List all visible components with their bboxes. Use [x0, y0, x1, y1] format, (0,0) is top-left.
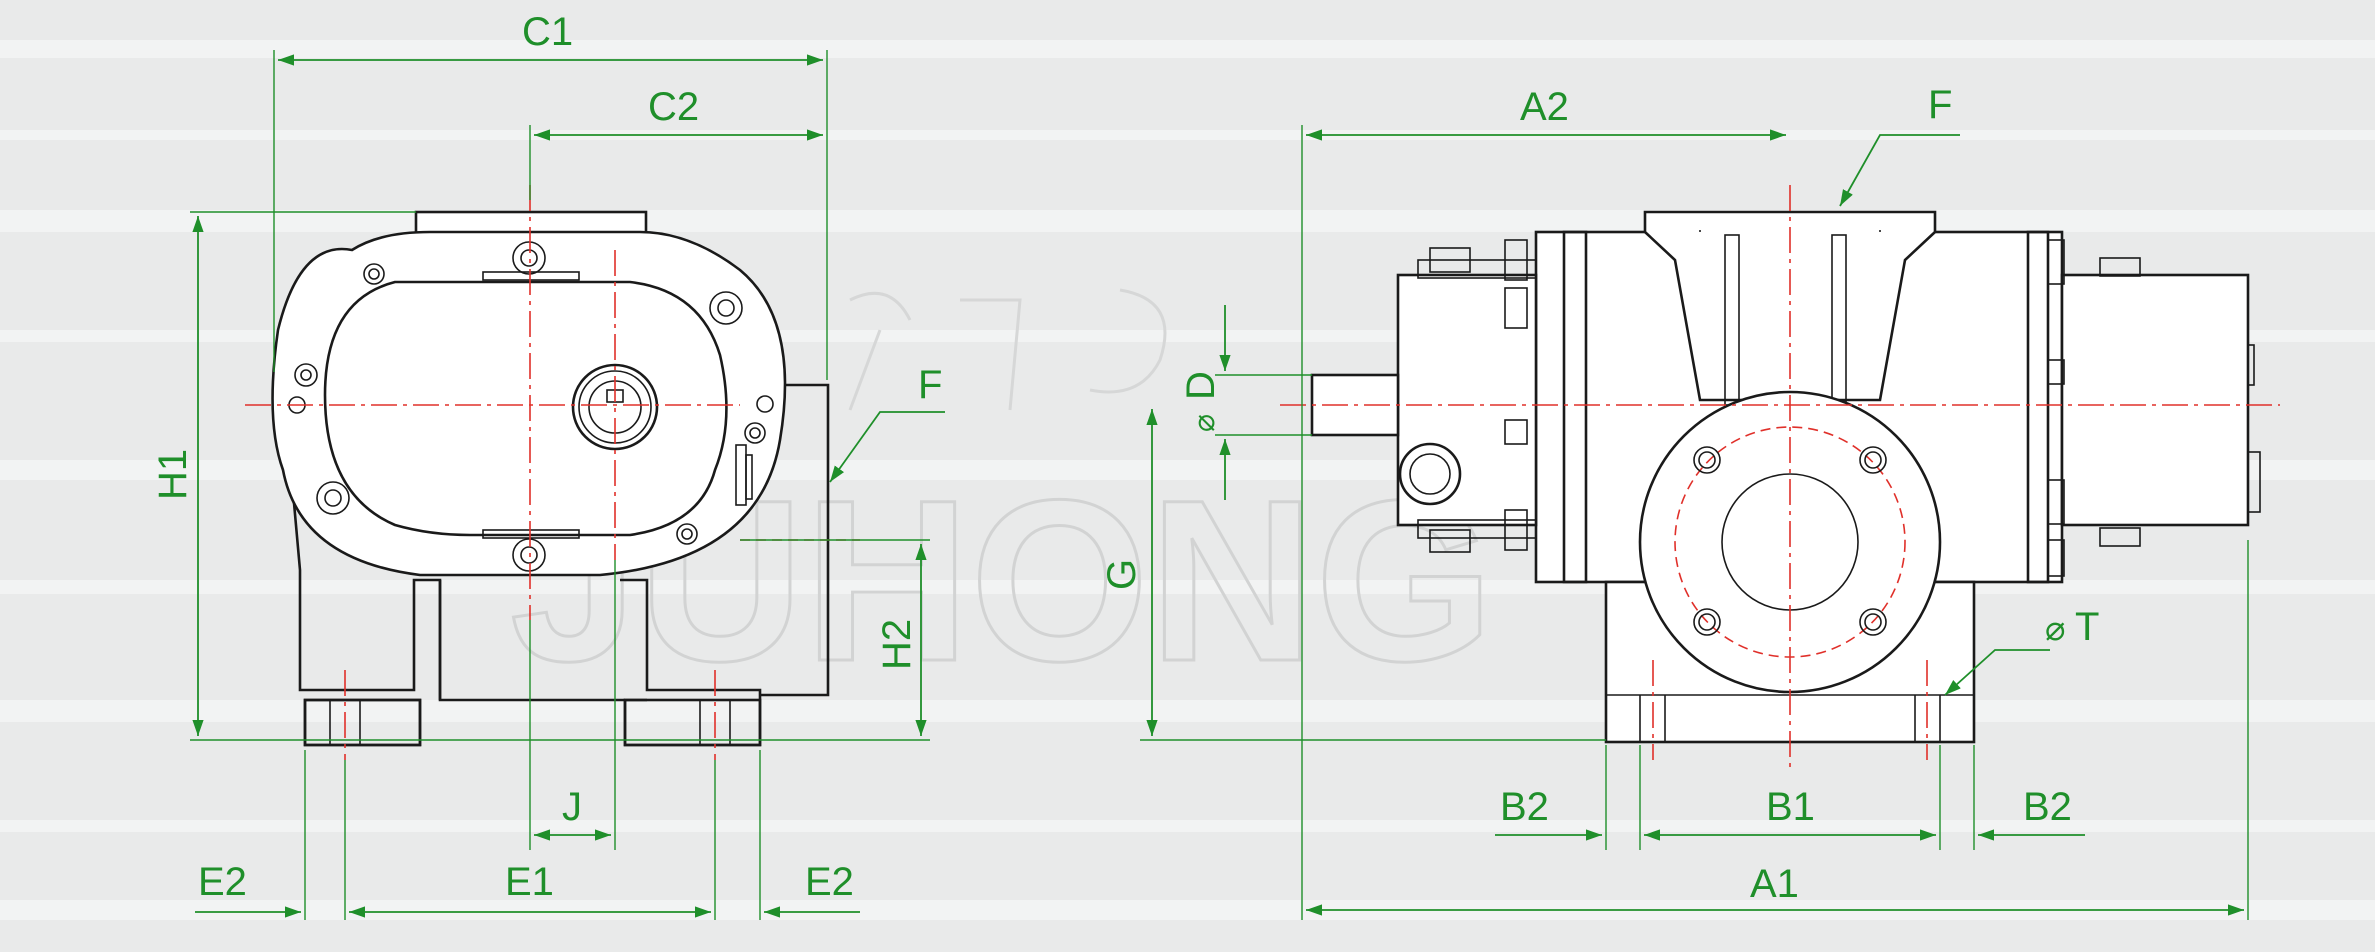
side-view [1280, 185, 2280, 770]
label-h1: H1 [151, 449, 195, 500]
label-a1: A1 [1750, 862, 1799, 906]
leader-t [1944, 649, 2050, 696]
leader-f-right [1839, 134, 1960, 207]
label-e2-left: E2 [198, 860, 247, 904]
label-f-right: F [1928, 83, 1952, 127]
label-f-left: F [918, 363, 942, 407]
label-b2-right: B2 [2023, 785, 2072, 829]
label-b1: B1 [1766, 785, 1815, 829]
label-h2: H2 [875, 619, 919, 670]
label-t: T [2075, 605, 2099, 649]
right-dimensions: A2 F A1 B1 B2 B2 G D ⌀ T ⌀ [1100, 83, 2249, 920]
label-d: D [1179, 371, 1223, 400]
label-g: G [1100, 559, 1144, 590]
label-a2: A2 [1520, 85, 1569, 129]
label-c2: C2 [648, 85, 699, 129]
label-j: J [562, 785, 582, 829]
label-phi-t: ⌀ [2045, 610, 2065, 648]
label-b2-left: B2 [1500, 785, 1549, 829]
leader-f-left [829, 411, 945, 483]
end-view [245, 185, 860, 760]
label-e2-right: E2 [805, 860, 854, 904]
label-phi-d: ⌀ [1188, 414, 1221, 432]
label-c1: C1 [522, 10, 573, 54]
left-dimensions: C1 C2 F H1 H2 J E1 E2 E2 [151, 10, 945, 920]
label-e1: E1 [505, 860, 554, 904]
